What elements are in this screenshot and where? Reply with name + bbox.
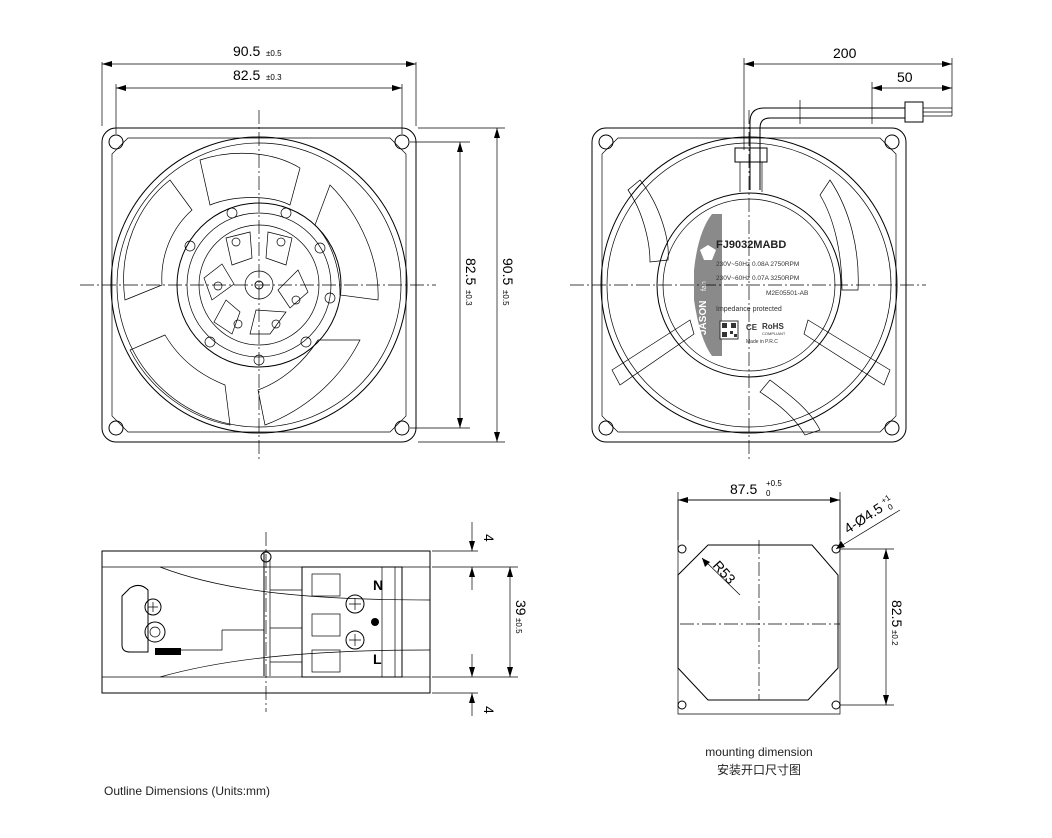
back-cable-upper [749,107,905,190]
front-view: 90.5 ±0.5 82.5 ±0.3 82.5 ±0.3 90.5 ±0.5 [80,43,516,460]
mounting-hole-tl [677,544,687,554]
terminal-earth-dot [371,618,379,626]
front-dim-v90.5-tol: ±0.5 [501,290,510,306]
label-code: M2E05501-AB [766,290,808,297]
back-blade-3 [759,379,821,436]
front-dim-v82.5-value: 82.5 [463,258,479,285]
label-spec-50hz: 230V~50Hz 0.08A 2750RPM [716,261,799,268]
front-hub-dot-6 [213,281,223,291]
terminal-n-label: N [373,577,383,593]
label-brand-small: fan [701,281,708,291]
back-cable-grommet [734,147,768,163]
terminal-screw-top [345,594,365,614]
back-dim-200-value: 200 [833,45,857,61]
front-hub-dot-3 [291,295,301,305]
terminal-screw-bottom [345,630,365,650]
front-blade-2 [314,184,379,301]
front-hub-dot-1 [231,237,241,247]
cap-screw-top [144,598,162,616]
mounting-hole-spec: 4-Ø4.5 [841,500,886,537]
front-hub-lobe-4 [249,309,287,335]
front-blade-1 [199,152,301,206]
front-dim-82.5-value: 82.5 [233,67,260,83]
back-cable-lower [759,117,905,190]
back-hole-tr [884,134,900,150]
back-hole-br [884,420,900,436]
front-hub-dot-5 [233,319,243,329]
back-hole-bl [598,420,614,436]
label-rohs-small: COMPLIANT [762,331,786,336]
front-hub-dot-2 [276,237,286,247]
back-spoke-1 [611,319,695,386]
label-origin: Made in P.R.C [746,339,778,345]
front-hub-lobe-6 [203,263,235,301]
mounting-caption-en: mounting dimension [705,745,812,759]
cap-lead-black [155,648,181,655]
front-hole-tr [394,134,410,150]
label-ce-mark: CE [746,323,758,332]
mounting-caption-zh: 安装开口尺寸图 [717,762,801,777]
back-spoke-2 [803,319,891,386]
front-screw-7 [204,336,216,348]
front-hole-br [394,420,410,436]
mounting-dim-87.5-value: 87.5 [730,481,757,497]
mounting-radius-leader [701,557,741,596]
mounting-view: R53 87.5 +0.5 0 4-Ø4.5 +1 0 82.5 ±0.2 mo… [677,479,905,777]
side-dim-top-4: 4 [481,534,497,542]
side-dim-39-value: 39 [513,600,529,616]
label-rohs: RoHS [762,322,784,331]
back-blade-2 [819,179,859,291]
back-hole-tl [598,134,614,150]
brand-logo-icon [700,245,716,260]
front-hub-lobe-1 [225,231,253,266]
terminal-l-label: L [373,651,382,667]
front-blade-5 [123,179,193,301]
mounting-hole-leader [835,509,901,550]
front-screw-3 [314,242,326,254]
qr-code-icon [719,320,739,340]
mounting-cutout [677,544,839,701]
front-blade-4 [129,334,231,426]
outline-caption: Outline Dimensions (Units:mm) [104,784,270,798]
front-screw-2 [280,207,292,219]
mounting-hole-bl [677,700,687,710]
mounting-hole-tol-lower: 0 [886,502,895,512]
front-dim-v82.5-tol: ±0.3 [464,290,473,306]
front-hole-tl [108,134,124,150]
mounting-dim-82.5-value: 82.5 [889,600,905,627]
label-spec-60hz: 230V~60Hz 0.07A 3250RPM [716,275,799,282]
terminal-block [301,566,403,678]
back-cable-ferrule [904,101,924,123]
label-brand: JASON [698,301,709,335]
front-hub-lobe-2 [265,231,293,266]
side-view: N L 4 [101,522,529,716]
front-dim-82.5-tol: ±0.3 [266,73,282,82]
front-screw-8 [184,240,196,252]
mounting-dim-87.5-tol-upper: +0.5 [766,479,782,488]
front-screw-4 [324,292,336,304]
front-screw-5 [300,336,312,348]
label-model: FJ9032MABD [716,239,786,251]
front-hub-dot-4 [271,319,281,329]
front-dim-90.5-tol: ±0.5 [266,49,282,58]
back-view: JASON fan FJ9032MABD 230V~50Hz 0.08A 275… [570,45,953,460]
mounting-dim-82.5-tol: ±0.2 [890,630,899,646]
mounting-hole-br [831,700,841,710]
front-screw-1 [226,207,238,219]
front-dim-v90.5-value: 90.5 [500,258,516,285]
back-dim-50-value: 50 [897,69,913,85]
front-dim-90.5-value: 90.5 [233,43,260,59]
back-blade-1 [627,179,669,263]
mounting-dim-87.5-tol-lower: 0 [766,489,771,498]
front-hole-bl [108,420,124,436]
side-dim-39-tol: ±0.5 [514,618,523,634]
side-capacitor [121,584,149,653]
front-blade-3 [257,339,361,426]
side-dim-bottom-4: 4 [481,706,497,714]
cap-screw-bottom [144,621,166,643]
mounting-radius-value: R53 [710,557,739,587]
